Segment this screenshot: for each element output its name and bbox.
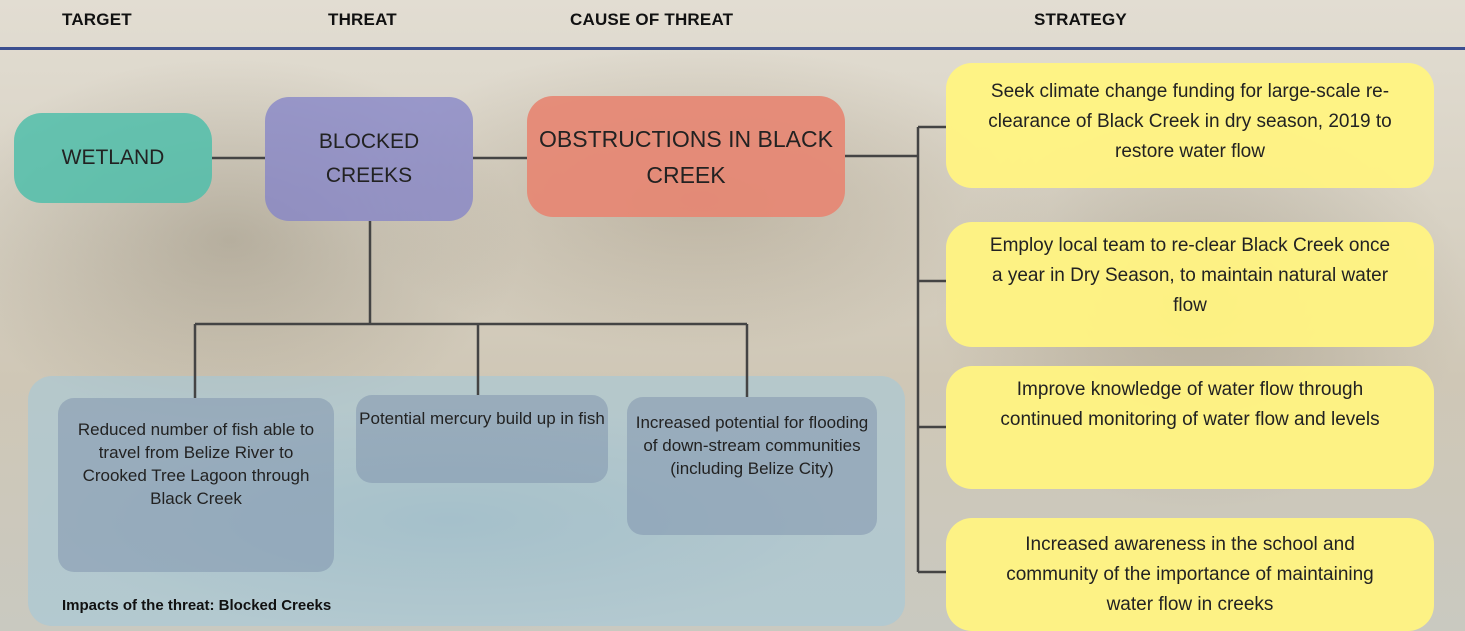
impact-box-flooding: Increased potential for flooding of down…	[627, 397, 877, 535]
impact-box-fish-travel: Reduced number of fish able to travel fr…	[58, 398, 334, 572]
target-node-label: WETLAND	[61, 146, 165, 169]
header-divider	[0, 47, 1465, 50]
strategy-box-monitoring: Improve knowledge of water flow through …	[946, 366, 1434, 489]
header-strategy: STRATEGY	[1034, 10, 1127, 29]
threat-node-label: BLOCKED CREEKS	[318, 130, 420, 187]
target-node-wetland: WETLAND	[14, 113, 212, 203]
cause-node-obstructions: OBSTRUCTIONS IN BLACK CREEK	[527, 96, 845, 217]
cause-node-label: OBSTRUCTIONS IN BLACK CREEK	[539, 125, 833, 188]
impacts-label: Impacts of the threat: Blocked Creeks	[62, 597, 332, 614]
header-cause: CAUSE OF THREAT	[570, 10, 734, 29]
header-threat: THREAT	[328, 10, 397, 29]
impact-box-mercury: Potential mercury build up in fish	[356, 395, 608, 483]
strategy-box-funding: Seek climate change funding for large-sc…	[946, 63, 1434, 188]
threat-node-blocked-creeks: BLOCKED CREEKS	[265, 97, 473, 221]
strategy-box-local-team: Employ local team to re-clear Black Cree…	[946, 222, 1434, 347]
strategy-box-awareness: Increased awareness in the school and co…	[946, 518, 1434, 631]
header-target: TARGET	[62, 10, 132, 29]
